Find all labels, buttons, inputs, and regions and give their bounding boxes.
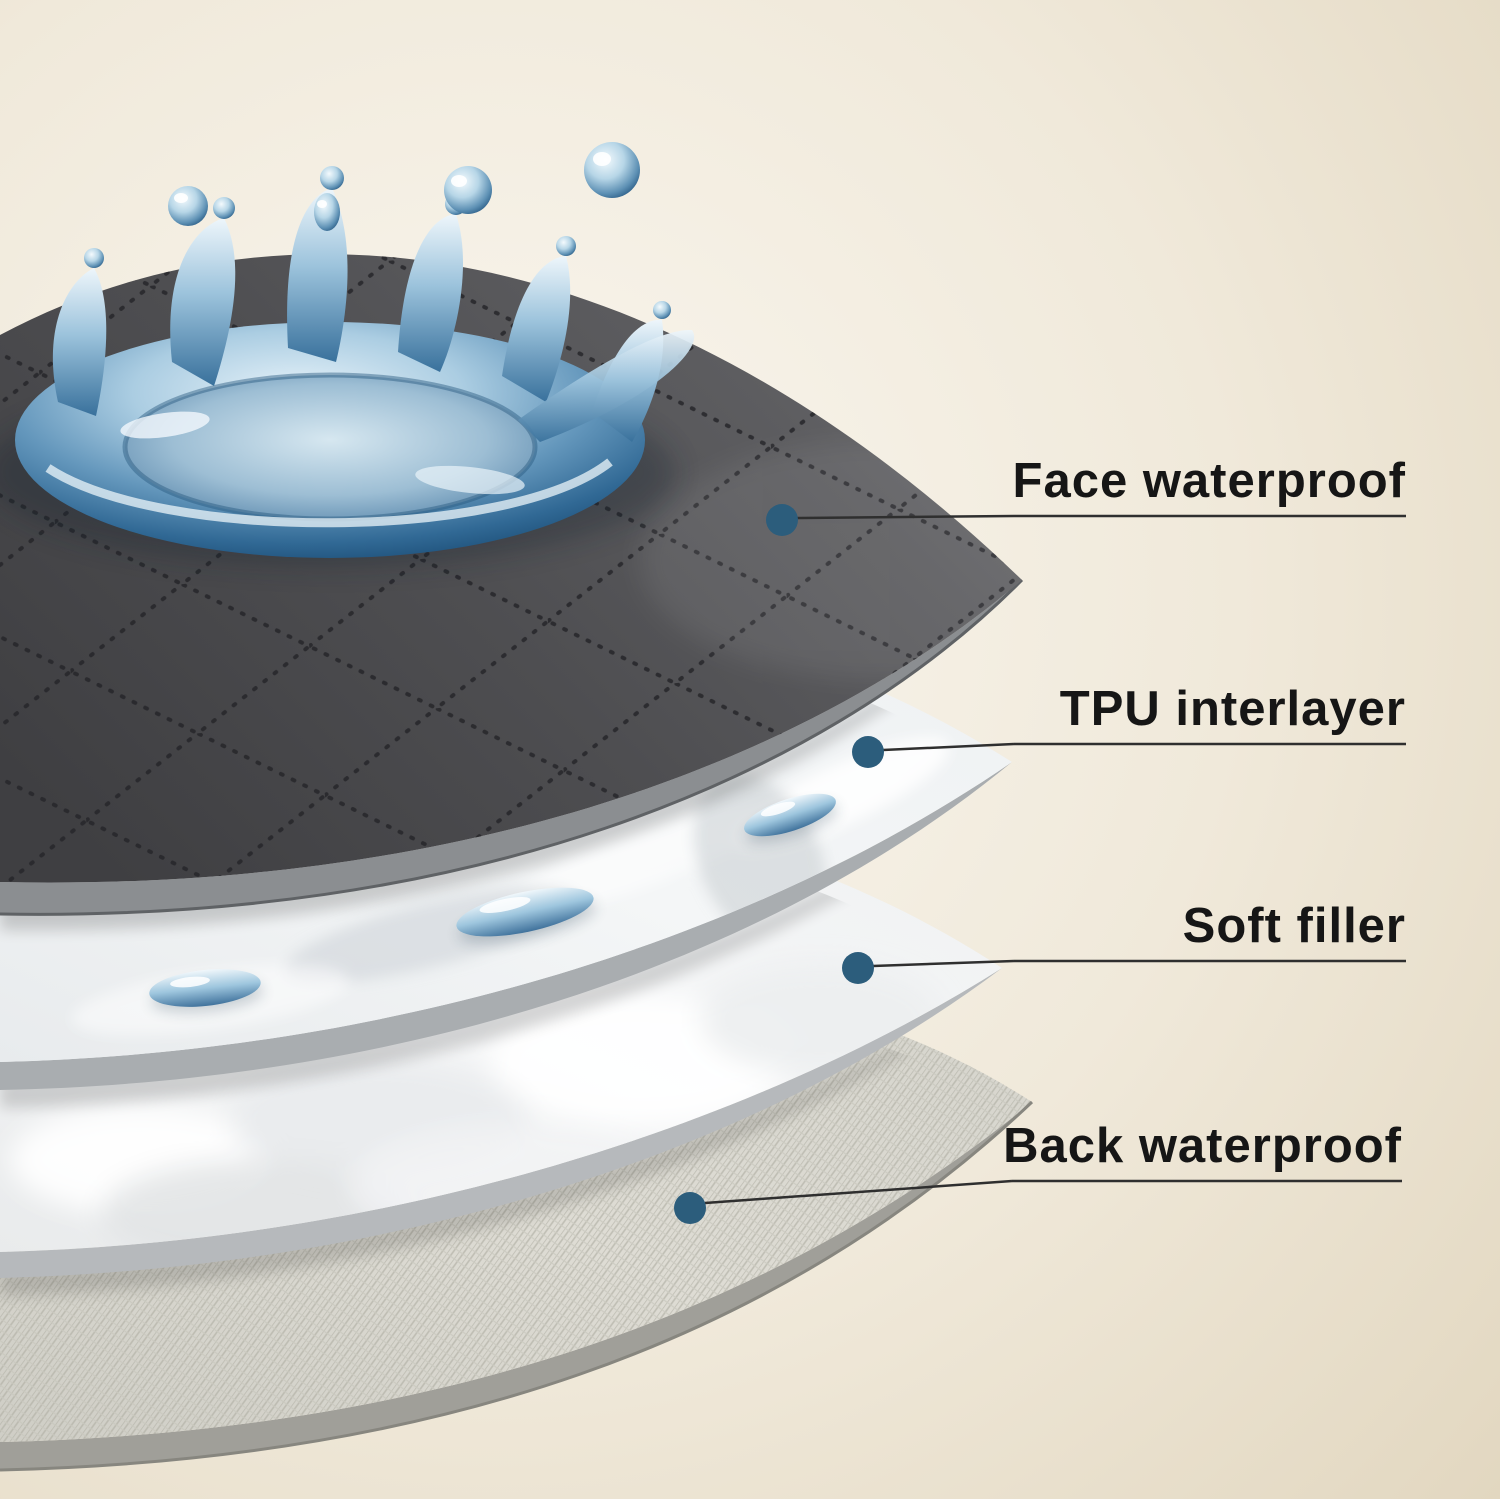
airborne-droplet bbox=[168, 186, 208, 226]
surface-droplet bbox=[456, 887, 596, 944]
callout-label-face-waterproof: Face waterproof bbox=[1013, 454, 1406, 508]
surface-droplet bbox=[744, 793, 838, 843]
callout-soft-filler: Soft filler bbox=[842, 899, 1406, 984]
back-edge-line bbox=[0, 1100, 1034, 1472]
splash-tip-drop bbox=[320, 166, 344, 190]
splash-sparkle bbox=[120, 411, 210, 439]
splash-sparkle bbox=[415, 465, 525, 495]
airborne-droplet bbox=[584, 142, 640, 198]
splash-spike bbox=[502, 256, 571, 402]
callout-dot bbox=[674, 1192, 706, 1224]
splash-tip-drop bbox=[653, 301, 671, 319]
splash-tip-drop bbox=[213, 197, 235, 219]
layer-shadow bbox=[0, 622, 1012, 931]
splash-spike bbox=[398, 214, 464, 372]
splash-tip-drop bbox=[556, 236, 576, 256]
callout-back-waterproof: Back waterproof bbox=[674, 1119, 1402, 1224]
splash-jet bbox=[518, 329, 695, 442]
airborne-droplet bbox=[314, 193, 340, 231]
callout-connector-line bbox=[872, 959, 1015, 968]
face-edge bbox=[0, 580, 1022, 915]
callout-dot bbox=[766, 504, 798, 536]
callout-label-back-waterproof: Back waterproof bbox=[1003, 1119, 1402, 1173]
splash-spike bbox=[287, 188, 348, 362]
surface-droplet bbox=[149, 969, 263, 1013]
splash-spike bbox=[52, 268, 107, 416]
splash-tip-drop bbox=[84, 248, 104, 268]
splash-spike bbox=[170, 218, 236, 386]
water-splash bbox=[0, 166, 695, 567]
callout-label-tpu-interlayer: TPU interlayer bbox=[1060, 682, 1406, 736]
callout-connector-line bbox=[704, 1179, 1013, 1205]
airborne-droplet bbox=[444, 166, 492, 214]
callout-face-waterproof: Face waterproof bbox=[766, 454, 1406, 536]
callout-dot bbox=[842, 952, 874, 984]
callout-dot bbox=[852, 736, 884, 768]
callout-connector-line bbox=[796, 514, 1015, 520]
callout-tpu-interlayer: TPU interlayer bbox=[852, 682, 1406, 768]
callout-label-soft-filler: Soft filler bbox=[1183, 899, 1406, 953]
face-edge-line bbox=[0, 578, 1024, 916]
splash-front-highlight bbox=[45, 458, 613, 528]
callout-connector-line bbox=[882, 742, 1015, 752]
tpu-edge bbox=[0, 762, 1012, 1090]
